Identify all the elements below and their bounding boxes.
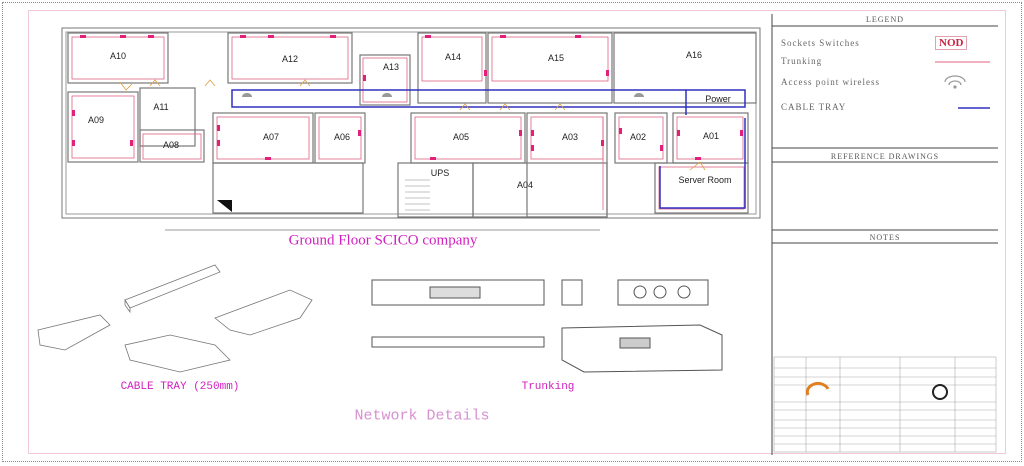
room-label-a03: A03 (561, 132, 579, 142)
room-label-a06: A06 (333, 132, 351, 142)
legend-sockets: Sockets Switches (781, 38, 860, 48)
trunking-label: Trunking (521, 381, 575, 393)
cable-tray-details (37, 264, 313, 373)
room-label-a09: A09 (87, 115, 105, 125)
partner-logo (932, 384, 948, 400)
legend-cable-tray: CABLE TRAY (781, 102, 847, 112)
room-walls (67, 32, 757, 218)
notes-title: NOTES (869, 233, 901, 242)
trunking-details (371, 279, 723, 373)
company-logo (805, 381, 830, 396)
title-block-lines (771, 14, 998, 455)
room-label-a04: A04 (516, 180, 534, 190)
wifi-icon (944, 75, 966, 89)
plan-title: Ground Floor SCICO company (288, 232, 478, 249)
room-label-a01: A01 (702, 131, 720, 141)
network-details-title: Network Details (354, 407, 490, 425)
room-label-a02: A02 (629, 132, 647, 142)
legend-trunking: Trunking (781, 56, 823, 66)
title-block-table (773, 356, 997, 453)
access-point-icons (242, 93, 644, 97)
room-label-a11: A11 (153, 102, 169, 112)
legend-access-point: Access point wireless (781, 77, 880, 87)
room-label-a12: A12 (281, 54, 299, 64)
room-label-a16: A16 (685, 50, 703, 60)
legend-title: LEGEND (866, 15, 904, 24)
north-marker (217, 200, 232, 212)
room-label-ups: UPS (430, 168, 450, 178)
room-label-a13: A13 (382, 62, 400, 72)
legend-nod-badge: NOD (935, 36, 968, 50)
room-label-a07: A07 (262, 132, 280, 142)
room-label-a15: A15 (547, 53, 565, 63)
room-label-a10: A10 (109, 51, 127, 61)
cable-tray-label: CABLE TRAY (250mm) (120, 381, 240, 393)
stairs (405, 179, 430, 211)
room-label-a05: A05 (452, 132, 470, 142)
room-label-power: Power (705, 94, 731, 104)
cable-tray-route (231, 89, 746, 209)
drawing-border (28, 10, 1006, 454)
room-label-a14: A14 (444, 52, 462, 62)
door-swings (119, 79, 706, 171)
room-label-a08: A08 (162, 140, 180, 150)
reference-drawings-title: REFERENCE DRAWINGS (830, 152, 940, 161)
socket-marks (72, 35, 743, 160)
room-label-server-room: Server Room (678, 175, 732, 185)
trunking-lines (71, 36, 745, 210)
